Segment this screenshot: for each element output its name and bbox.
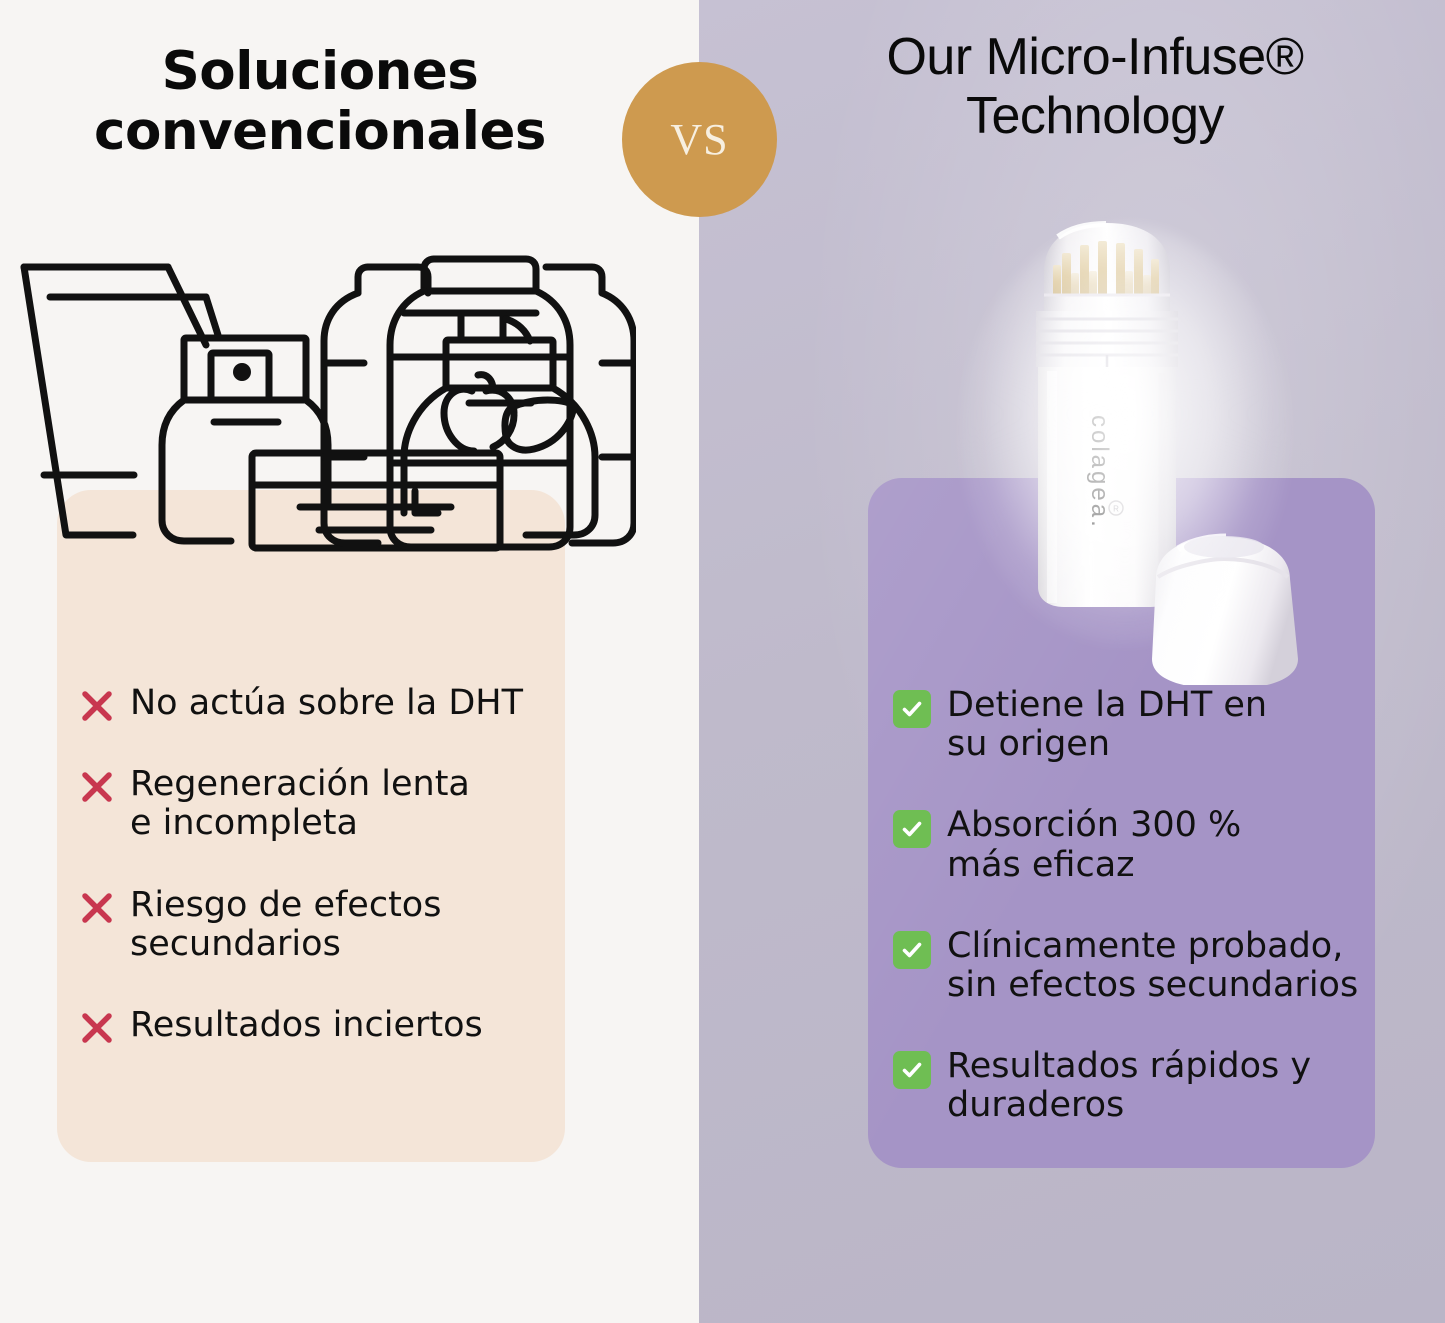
list-item: No actúa sobre la DHT [80, 683, 550, 723]
left-heading-line-1: Soluciones [161, 41, 479, 102]
left-heading-line-2: convencionales [94, 101, 546, 163]
list-item-label: Absorción 300 %más eficaz [947, 805, 1242, 885]
list-item-label: No actúa sobre la DHT [130, 683, 523, 723]
check-icon [893, 930, 931, 969]
check-glyph [902, 1062, 922, 1078]
check-glyph [902, 822, 922, 837]
left-column-heading: Soluciones convencionales [60, 41, 580, 163]
cross-icon [82, 892, 112, 923]
vs-badge-label: VS [670, 115, 729, 164]
check-glyph [902, 942, 922, 958]
check-icon [893, 810, 931, 849]
cosmetic-products-illustration [6, 245, 638, 565]
cross-icon [82, 772, 112, 802]
right-column-heading: Our Micro-Infuse® Technology [790, 28, 1400, 147]
list-item: Absorción 300 %más eficaz [893, 806, 1373, 884]
left-drawback-list: No actúa sobre la DHT Regeneración lenta… [80, 683, 550, 1045]
list-item: Clínicamente probado,sin efectos secunda… [893, 925, 1373, 1005]
right-heading-line-1: Our Micro-Infuse® [886, 28, 1304, 86]
vs-badge: VS [622, 62, 777, 217]
list-item-label: Resultados inciertos [130, 1004, 483, 1045]
left-feature-card [57, 490, 565, 1162]
list-item: Resultados inciertos [80, 1004, 550, 1045]
check-icon [893, 1051, 931, 1090]
product-glow [960, 225, 1290, 645]
right-heading-line-2: Technology [965, 87, 1225, 146]
list-item-label: Clínicamente probado,sin efectos secunda… [947, 925, 1359, 1005]
check-icon [893, 690, 931, 728]
cross-icon [82, 691, 112, 721]
cross-icon [82, 1013, 112, 1043]
product-image: colagea. R [940, 215, 1340, 689]
check-glyph [902, 701, 922, 717]
cosmetic-products-line-art-icon [20, 255, 638, 552]
